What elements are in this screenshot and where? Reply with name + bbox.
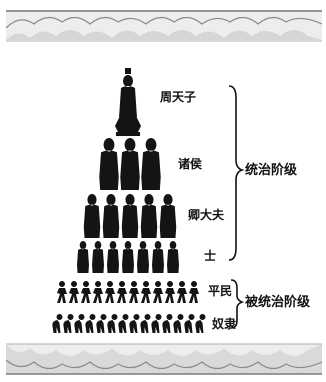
tier-row-scholar [77,241,179,273]
lord-figure [141,137,161,190]
slave-figure [85,314,96,333]
minister-figure [102,194,120,238]
slave-figure [195,314,206,333]
commoner-figure [105,281,115,303]
group-label-ruled: 被统治阶级 [245,295,311,310]
tier-row-lord [99,137,161,190]
top-border [0,0,326,42]
slave-figure [107,314,118,333]
commoner-figure [69,281,79,303]
minister-figure [121,194,139,238]
slave-figure [129,314,140,333]
scholar-figure [77,241,89,273]
scholar-figure [122,241,134,273]
tier-label-lords: 诸侯 [178,157,203,171]
minister-figure [140,194,158,238]
commoner-figure [141,281,151,303]
slave-figure [96,314,107,333]
slave-figure [63,314,74,333]
lord-figure [99,137,119,190]
tier-row-slave [52,314,206,333]
slave-figure [118,314,129,333]
slave-figure [52,314,63,333]
scholar-figure [152,241,164,273]
commoner-figure [177,281,187,303]
slave-figure [162,314,173,333]
scholar-figure [137,241,149,273]
tier-row-minister [83,194,177,238]
commoner-figure [93,281,103,303]
group-label-ruling: 统治阶级 [245,163,298,178]
commoner-figure [153,281,163,303]
tier-label-king: 周天子 [160,90,197,104]
commoner-figure [165,281,175,303]
figures-layer [52,68,206,333]
tier-label-slaves: 奴隶 [212,317,237,331]
bottom-border [5,343,323,375]
ruled-class-brace [230,279,245,329]
slave-figure [151,314,162,333]
slave-figure [74,314,85,333]
scholar-figure [107,241,119,273]
ruling-class-brace [228,85,245,261]
tier-label-ministers: 卿大夫 [188,208,225,222]
slave-figure [184,314,195,333]
tier-row-king [115,68,141,136]
king-figure [115,68,141,136]
commoner-figure [81,281,91,303]
tier-label-scholars: 士 [204,249,217,263]
scholar-figure [92,241,104,273]
commoner-figure [117,281,127,303]
commoner-figure [57,281,67,303]
commoner-figure [129,281,139,303]
tier-row-commoner [57,281,199,303]
minister-figure [159,194,177,238]
slave-figure [140,314,151,333]
scholar-figure [167,241,179,273]
tier-label-commoners: 平民 [208,284,233,298]
commoner-figure [189,281,199,303]
slave-figure [173,314,184,333]
minister-figure [83,194,101,238]
lord-figure [120,137,140,190]
